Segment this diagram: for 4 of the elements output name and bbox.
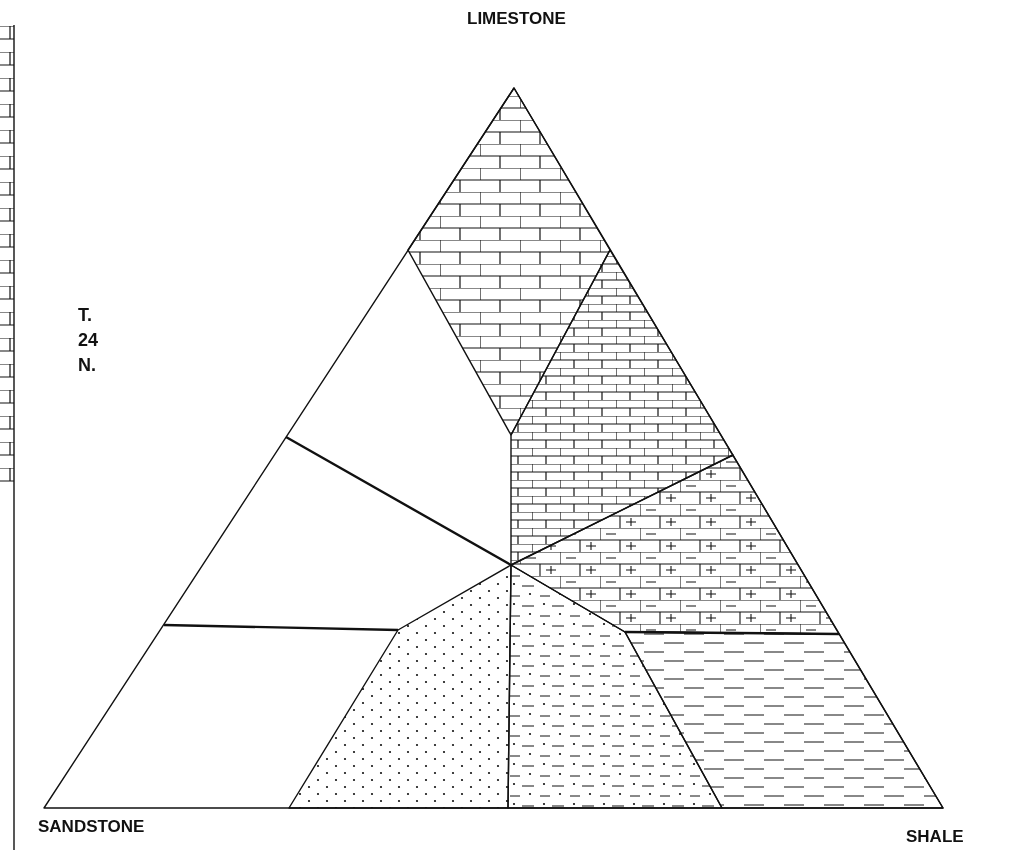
vertex-label: SANDSTONE xyxy=(38,818,145,835)
map-label: T. 24 N. xyxy=(78,304,100,377)
vertex-label: LIMESTONE xyxy=(467,10,566,27)
vertex-label: SHALE xyxy=(906,828,964,845)
